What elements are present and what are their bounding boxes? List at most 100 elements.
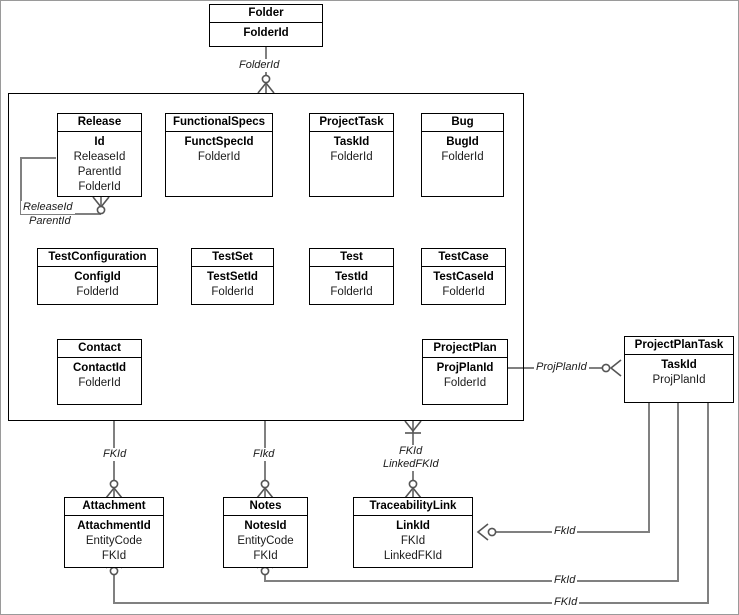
entity-bug-attributes: BugId FolderId (422, 132, 503, 165)
attribute-testid: TestId (334, 271, 368, 283)
attribute-configid: ConfigId (74, 271, 121, 283)
attribute-linkedfkid: LinkedFKId (383, 550, 443, 562)
attribute-contactid: ContactId (72, 362, 127, 374)
edge-trace-ppt (488, 403, 650, 533)
entity-testcase[interactable]: TestCase TestCaseId FolderId (421, 248, 506, 305)
attribute-attachmentid: AttachmentId (77, 520, 151, 532)
attribute-folderid: FolderId (330, 286, 373, 298)
attribute-fkid: FKId (101, 550, 127, 562)
entity-projectplantask[interactable]: ProjectPlanTask TaskId ProjPlanId (624, 336, 734, 403)
edge-label-notes-ppt: FkId (552, 574, 578, 587)
entity-folder-title: Folder (210, 5, 322, 23)
entity-functionalspecs[interactable]: FunctionalSpecs FunctSpecId FolderId (165, 113, 273, 197)
attribute-folderid: FolderId (78, 377, 121, 389)
entity-testset[interactable]: TestSet TestSetId FolderId (191, 248, 274, 305)
crowfoot-ppt-left (609, 359, 622, 377)
attribute-bugid: BugId (446, 136, 479, 148)
attribute-folderid: FolderId (197, 151, 241, 163)
attribute-folderid: FolderId (211, 286, 254, 298)
crowfoot-group-trace (404, 420, 422, 433)
attribute-folderid: FolderId (243, 27, 289, 39)
edge-label-group-notes: FIkd (251, 448, 277, 461)
entity-projecttask-attributes: TaskId FolderId (310, 132, 393, 165)
attribute-id: Id (94, 136, 105, 148)
entity-folder[interactable]: Folder FolderId (209, 4, 323, 47)
entity-projecttask-title: ProjectTask (310, 114, 393, 132)
optional-circle-ppt (601, 363, 611, 373)
optional-circle-attachment-bottom (109, 566, 119, 576)
edge-label-group-trace-fkid: FKId (397, 445, 425, 458)
attribute-notesid: NotesId (244, 520, 287, 532)
entity-traceabilitylink-attributes: LinkId FKId LinkedFKId (354, 516, 472, 564)
entity-testconfiguration[interactable]: TestConfiguration ConfigId FolderId (37, 248, 158, 305)
entity-projectplan-title: ProjectPlan (423, 340, 507, 358)
edge-label-attachment-ppt: FKId (552, 596, 580, 609)
entity-bug[interactable]: Bug BugId FolderId (421, 113, 504, 197)
attribute-fkid: FKId (400, 535, 426, 547)
entity-functionalspecs-attributes: FunctSpecId FolderId (166, 132, 272, 165)
entity-attachment[interactable]: Attachment AttachmentId EntityCode FKId (64, 497, 164, 568)
entity-release[interactable]: Release Id ReleaseId ParentId FolderId (57, 113, 142, 197)
attribute-projplanid: ProjPlanId (436, 362, 494, 374)
attribute-folderid: FolderId (441, 151, 484, 163)
entity-notes-title: Notes (224, 498, 307, 516)
entity-traceabilitylink[interactable]: TraceabilityLink LinkId FKId LinkedFKId (353, 497, 473, 568)
attribute-taskid: TaskId (333, 136, 370, 148)
attribute-linkid: LinkId (396, 520, 430, 532)
attribute-entitycode: EntityCode (237, 535, 294, 547)
entity-contact[interactable]: Contact ContactId FolderId (57, 339, 142, 405)
entity-functionalspecs-title: FunctionalSpecs (166, 114, 272, 132)
entity-projectplantask-attributes: TaskId ProjPlanId (625, 355, 733, 388)
edge-label-group-trace-linkedfkid: LinkedFKId (381, 458, 441, 471)
optional-circle-trace-top (408, 479, 418, 489)
entity-traceabilitylink-title: TraceabilityLink (354, 498, 472, 516)
entity-contact-attributes: ContactId FolderId (58, 358, 141, 391)
entity-release-attributes: Id ReleaseId ParentId FolderId (58, 132, 141, 195)
attribute-taskid: TaskId (661, 359, 697, 371)
edge-label-folder-group: FolderId (237, 59, 282, 72)
entity-testconfiguration-attributes: ConfigId FolderId (38, 267, 157, 300)
entity-attachment-title: Attachment (65, 498, 163, 516)
attribute-folderid: FolderId (442, 286, 485, 298)
entity-testconfiguration-title: TestConfiguration (38, 249, 157, 267)
edge-label-trace-ppt: FkId (552, 525, 578, 538)
attribute-functspecid: FunctSpecId (184, 136, 254, 148)
edge-label-release-self-releaseid: ReleaseId (21, 201, 75, 214)
attribute-testsetid: TestSetId (207, 271, 258, 283)
edge-label-release-self-parentid: ParentId (27, 215, 73, 228)
entity-bug-title: Bug (422, 114, 503, 132)
edge-label-group-attachment: FKId (101, 448, 129, 461)
attribute-testcaseid: TestCaseId (433, 271, 494, 283)
entity-projectplantask-title: ProjectPlanTask (625, 337, 733, 355)
attribute-fkid: FKId (253, 550, 278, 562)
entity-contact-title: Contact (58, 340, 141, 358)
entity-notes[interactable]: Notes NotesId EntityCode FKId (223, 497, 308, 568)
attribute-folderid: FolderId (78, 181, 121, 193)
attribute-folderid: FolderId (76, 286, 119, 298)
entity-projecttask[interactable]: ProjectTask TaskId FolderId (309, 113, 394, 197)
attribute-projplanid: ProjPlanId (652, 374, 706, 386)
crowfoot-trace-right (476, 523, 489, 541)
entity-testcase-attributes: TestCaseId FolderId (422, 267, 505, 300)
attribute-entitycode: EntityCode (85, 535, 143, 547)
optional-circle-attachment-top (109, 479, 119, 489)
entity-folder-attributes: FolderId (210, 23, 322, 41)
entity-testcase-title: TestCase (422, 249, 505, 267)
entity-projectplan-attributes: ProjPlanId FolderId (423, 358, 507, 391)
optional-circle-notes-bottom (260, 566, 270, 576)
optional-circle-folder (261, 74, 271, 84)
attribute-releaseid: ReleaseId (73, 151, 126, 163)
attribute-folderid: FolderId (330, 151, 373, 163)
attribute-parentid: ParentId (77, 166, 122, 178)
crowfoot-folder-group (257, 81, 275, 94)
edge-label-projectplan-ppt: ProjPlanId (534, 361, 589, 374)
entity-projectplan[interactable]: ProjectPlan ProjPlanId FolderId (422, 339, 508, 405)
entity-notes-attributes: NotesId EntityCode FKId (224, 516, 307, 564)
attribute-folderid: FolderId (443, 377, 487, 389)
entity-test-attributes: TestId FolderId (310, 267, 393, 300)
entity-attachment-attributes: AttachmentId EntityCode FKId (65, 516, 163, 564)
entity-testset-attributes: TestSetId FolderId (192, 267, 273, 300)
entity-test[interactable]: Test TestId FolderId (309, 248, 394, 305)
optional-circle-trace-right (487, 527, 497, 537)
